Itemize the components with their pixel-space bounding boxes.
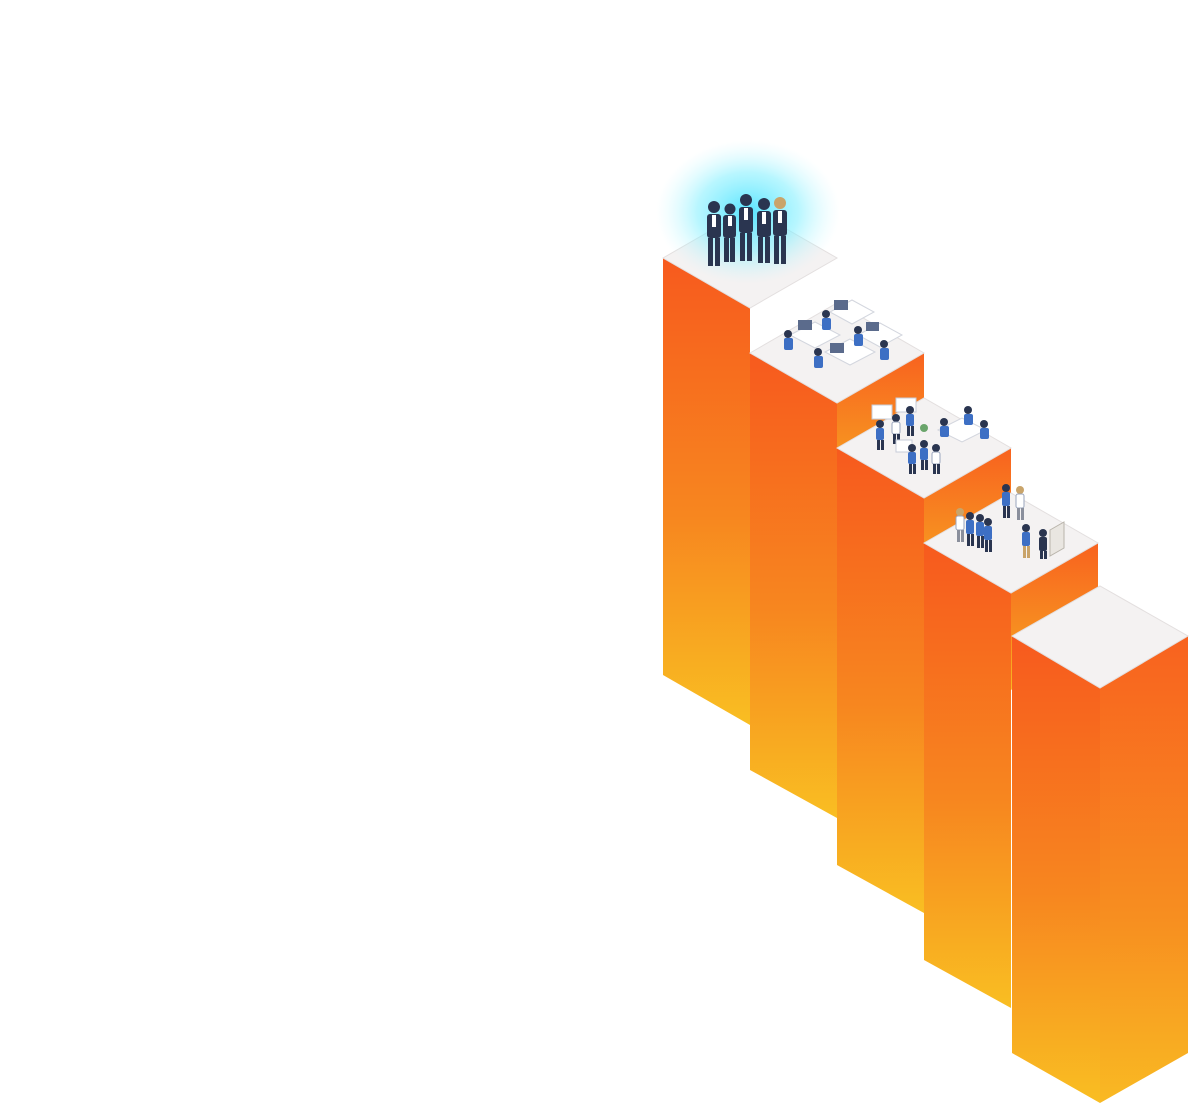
monitor-icon [798,320,812,330]
staff-person [854,326,862,334]
executive-person [707,201,721,266]
whiteboard [871,404,893,420]
step-4-left-face [924,543,1011,1008]
monitor-icon [866,322,879,331]
meeting-scene [871,397,989,474]
staff-person [980,420,988,428]
staff-person [955,508,965,542]
monitor-icon [834,300,848,310]
staff-person [931,444,941,474]
executive-person [757,198,771,263]
executive-person [739,194,753,261]
staff-person [876,420,884,450]
plant-icon [920,424,928,432]
staff-person [891,414,901,444]
team-standing-scene [955,484,1065,559]
staff-person [1002,484,1010,518]
staff-person [966,512,974,546]
staff-person [920,440,928,470]
staff-person [814,348,822,356]
staff-person [964,406,972,414]
office-workstations-scene [784,299,904,368]
step-1-left-face [663,258,750,725]
executive-team-scene [656,140,840,284]
staff-person [784,330,792,338]
monitor-icon [830,343,844,353]
step-5-right-face [1100,636,1188,1103]
staff-person [908,444,916,474]
staff-person [906,406,914,436]
staff-person [1015,486,1025,520]
door-icon [1049,521,1065,557]
staff-person [822,310,830,318]
staff-person [1022,524,1030,558]
executive-person [723,203,736,262]
step-5-left-face [1012,636,1100,1103]
step-5-top-face [1011,585,1189,689]
staff-person [984,518,992,552]
staff-person [940,418,948,426]
step-3-left-face [837,448,924,913]
staff-person [880,340,888,348]
step-2-left-face [750,353,837,818]
staff-person [1039,529,1047,559]
step-5 [1011,585,1189,1103]
staff-person [976,514,984,548]
executive-person [773,197,787,264]
